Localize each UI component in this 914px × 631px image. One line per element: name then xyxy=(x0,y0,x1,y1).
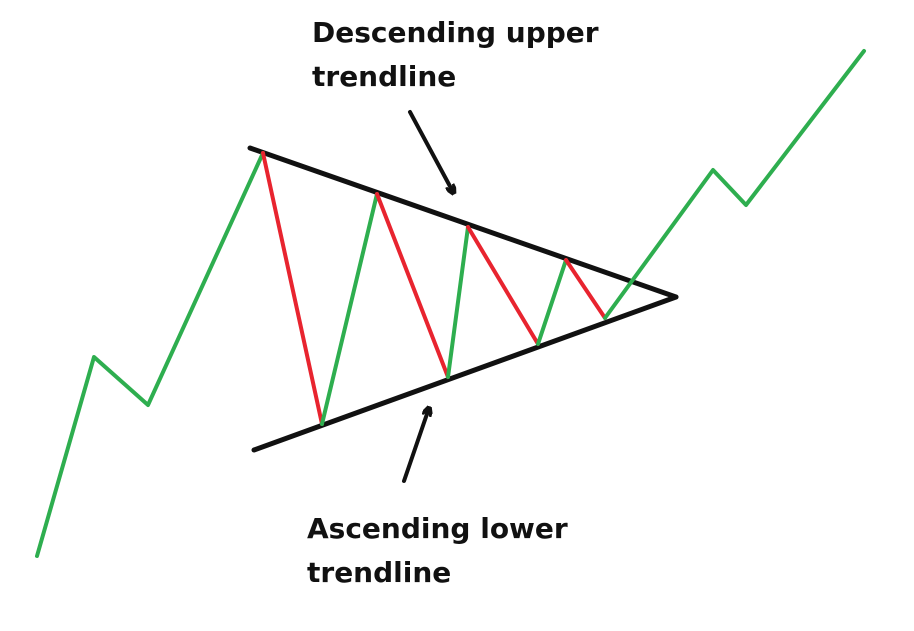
up-move-2 xyxy=(446,225,470,379)
upper-label-line1: Descending upper xyxy=(312,16,599,49)
down-move-3 xyxy=(466,225,540,346)
breakout-line xyxy=(603,49,866,320)
ascending-lower-trendline xyxy=(251,294,679,453)
upper-trendline-label: Descending upper trendline xyxy=(312,11,599,99)
lower-arrow xyxy=(402,411,428,483)
down-move-4 xyxy=(564,258,607,320)
upper-arrow xyxy=(408,110,452,190)
up-move-3 xyxy=(536,258,568,346)
up-move-1 xyxy=(320,192,379,426)
prior-uptrend-line xyxy=(35,151,265,558)
down-move-2 xyxy=(375,192,450,379)
descending-upper-trendline xyxy=(247,145,679,300)
lower-label-line1: Ascending lower xyxy=(307,512,568,545)
lower-trendline-label: Ascending lower trendline xyxy=(307,507,568,595)
lower-label-line2: trendline xyxy=(307,556,452,589)
down-move-1 xyxy=(261,151,324,426)
upper-label-line2: trendline xyxy=(312,60,457,93)
